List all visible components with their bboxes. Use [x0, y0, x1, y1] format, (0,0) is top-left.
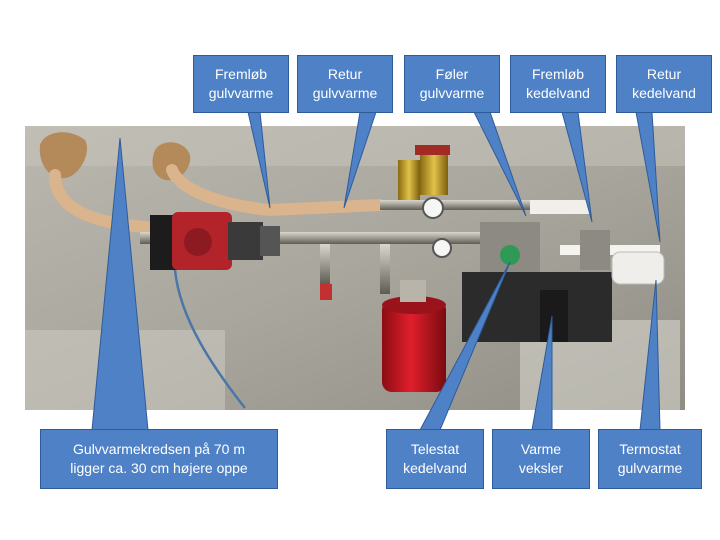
callout-line: veksler [518, 460, 564, 476]
callout-line: kedelvand [632, 85, 696, 101]
circulation-pump [150, 212, 280, 409]
callout-line: Telestat [410, 441, 460, 457]
callout-line: gulvvarme [312, 85, 378, 101]
pointer-arrows [91, 111, 661, 431]
callout-retur-kedelvand: Retur kedelvand [616, 55, 712, 113]
callout-gulvvarmekredsen: Gulvvarmekredsen på 70 m ligger ca. 30 c… [40, 429, 278, 489]
callout-line: Retur [646, 66, 682, 82]
floor-heating-hoses [49, 164, 386, 234]
callout-line: Retur [327, 66, 363, 82]
thermostat-head [580, 230, 665, 285]
callout-line: gulvvarme [208, 85, 274, 101]
callout-line: gulvvarme [419, 85, 485, 101]
callout-line: kedelvand [403, 460, 467, 476]
callout-telestat-kedelvand: Telestat kedelvand [386, 429, 484, 489]
callout-termostat-gulvvarme: Termostat gulvvarme [598, 429, 702, 489]
callout-retur-gulvvarme: Retur gulvvarme [297, 55, 393, 113]
callout-line: Føler [435, 66, 469, 82]
brass-valves [320, 145, 452, 300]
callout-line: Varme [520, 441, 562, 457]
callout-line: Fremløb [214, 66, 268, 82]
callout-line: kedelvand [526, 85, 590, 101]
expansion-tank [382, 280, 446, 392]
callout-varme-veksler: Varme veksler [492, 429, 590, 489]
callout-fremlob-gulvvarme: Fremløb gulvvarme [193, 55, 289, 113]
wall-holes [39, 132, 191, 181]
callout-line: Gulvvarmekredsen på 70 m [73, 441, 245, 457]
callout-foler-gulvvarme: Føler gulvvarme [404, 55, 500, 113]
callout-line: ligger ca. 30 cm højere oppe [70, 460, 248, 476]
callout-fremlob-kedelvand: Fremløb kedelvand [510, 55, 606, 113]
callout-line: gulvvarme [617, 460, 683, 476]
callout-line: Fremløb [531, 66, 585, 82]
callout-line: Termostat [619, 441, 681, 457]
